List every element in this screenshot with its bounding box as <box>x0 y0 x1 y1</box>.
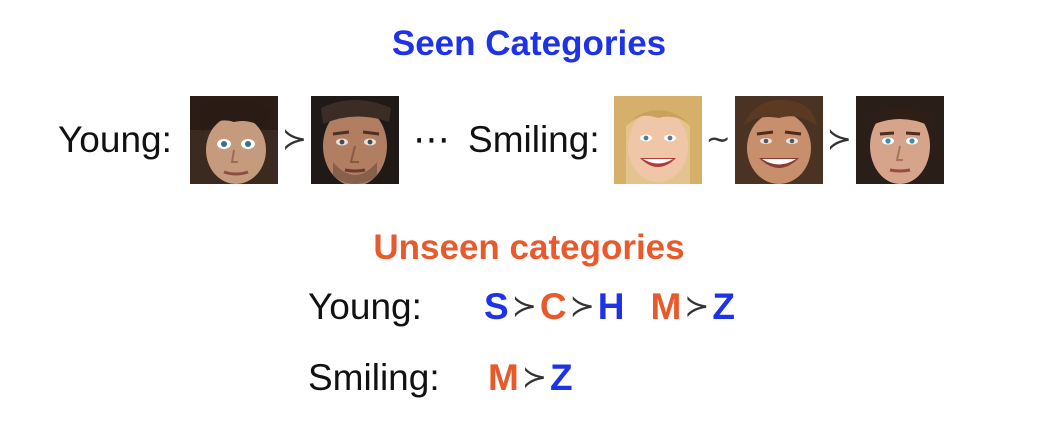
seen-categories-row: Young: ≻ ⋯ Smiling: <box>58 94 944 186</box>
unseen-smiling-row: Smiling: M ≻ Z <box>308 356 573 400</box>
category-letter: Z <box>549 357 573 398</box>
young-label: Young: <box>58 119 172 160</box>
young-ranking-chain-1: S ≻ C ≻ H <box>484 285 624 329</box>
succ-symbol: ≻ <box>521 361 547 394</box>
smiling-ranking-chain: M ≻ Z <box>488 356 573 400</box>
category-letter: M <box>650 286 682 327</box>
succ-symbol: ≻ <box>281 123 308 156</box>
seen-categories-title: Seen Categories <box>391 24 667 63</box>
succ-symbol: ≻ <box>511 290 537 323</box>
sim-symbol: ∼ <box>705 123 731 156</box>
unseen-categories-title: Unseen categories <box>373 228 685 267</box>
category-letter: H <box>597 286 625 327</box>
smiling-label: Smiling: <box>468 119 600 160</box>
face-photo-young-1 <box>189 96 278 184</box>
unseen-smiling-label: Smiling: <box>308 357 440 398</box>
succ-symbol: ≻ <box>684 290 710 323</box>
category-letter: C <box>539 286 567 327</box>
unseen-young-row: Young: S ≻ C ≻ H M ≻ Z <box>308 285 735 329</box>
ellipsis: ⋯ <box>413 119 453 160</box>
category-letter: S <box>484 286 509 327</box>
face-photo-smiling-2 <box>734 96 823 184</box>
young-ranking-chain-2: M ≻ Z <box>650 285 735 329</box>
face-photo-smiling-1 <box>613 96 702 184</box>
face-photo-young-2 <box>311 96 400 184</box>
succ-symbol: ≻ <box>826 123 852 156</box>
category-letter: M <box>488 357 519 398</box>
unseen-young-label: Young: <box>308 286 422 327</box>
face-photo-smiling-3 <box>855 96 944 184</box>
category-letter: Z <box>712 286 736 327</box>
succ-symbol: ≻ <box>569 290 595 323</box>
